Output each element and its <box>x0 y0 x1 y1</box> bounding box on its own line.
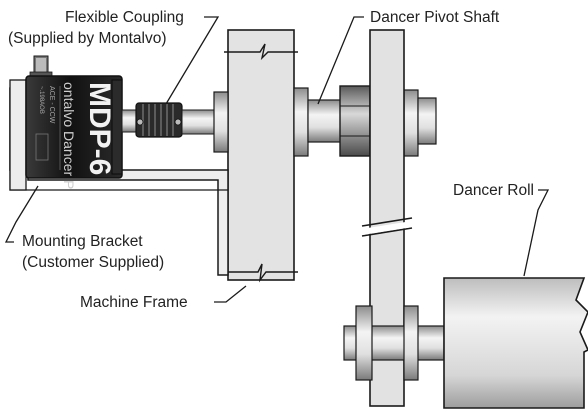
dancer-roll-shaft <box>343 305 445 381</box>
label-dancer-roll: Dancer Roll <box>453 182 534 199</box>
label-dancer-pivot-shaft: Dancer Pivot Shaft <box>370 9 500 26</box>
frame-hub <box>213 87 309 157</box>
label-flexible-coupling-note: (Supplied by Montalvo) <box>8 30 167 47</box>
sensor-brand-text: ontalvo Dancer P <box>61 82 77 189</box>
flexible-coupling <box>121 102 229 138</box>
sensor-model-text: MDP-6 <box>83 82 116 175</box>
label-flexible-coupling: Flexible Coupling <box>65 9 184 26</box>
dancer-roll <box>443 277 588 409</box>
label-mounting-bracket-note: (Customer Supplied) <box>22 254 165 271</box>
label-machine-frame: Machine Frame <box>80 294 188 311</box>
label-mounting-bracket: Mounting Bracket <box>22 233 143 250</box>
machine-frame <box>224 29 298 283</box>
sensor-small-text-1: ACE - CCW <box>48 86 55 124</box>
leader-lines <box>4 16 550 303</box>
dancer-pivot-shaft <box>307 85 437 157</box>
sensor-small-text-2: ~.198AOB <box>38 86 44 114</box>
